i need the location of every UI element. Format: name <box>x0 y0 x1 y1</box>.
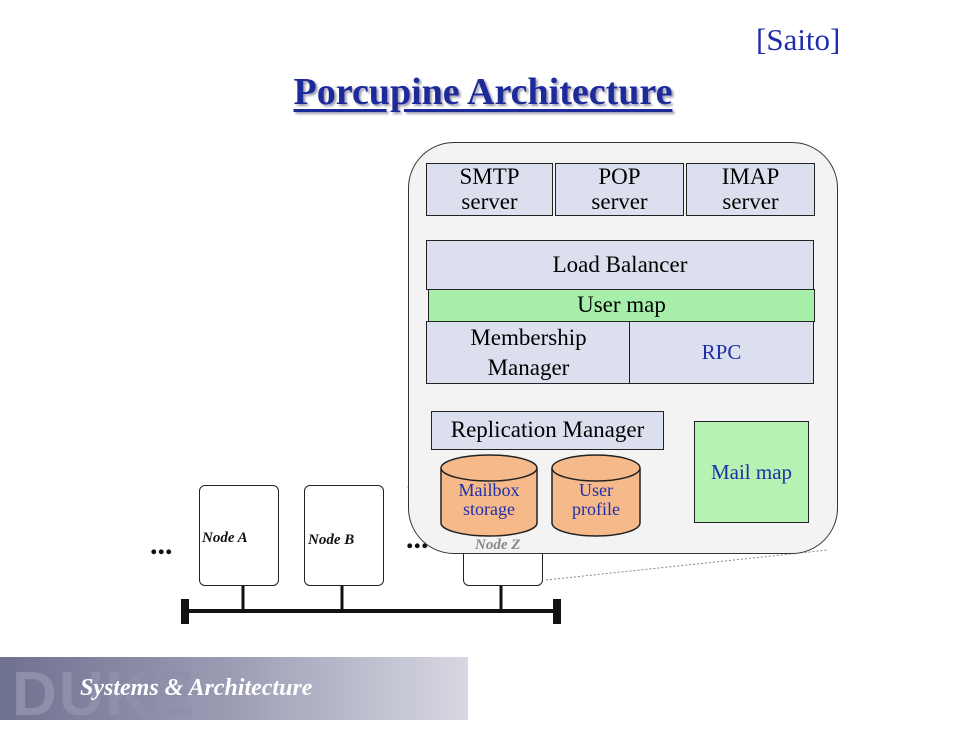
node-b <box>304 485 384 586</box>
zoom-line-bottom <box>545 549 829 581</box>
replication-manager-box: Replication Manager <box>431 411 664 450</box>
mail-map-box: Mail map <box>694 421 809 523</box>
node-z-label: Node Z <box>475 537 521 553</box>
footer-banner: DUKE Systems & Architecture <box>0 657 468 729</box>
slide-title: Porcupine Architecture <box>293 71 673 113</box>
rpc-box: RPC <box>629 321 814 384</box>
node-b-label: Node B <box>308 532 355 548</box>
mailbox-storage-cylinder <box>440 454 538 537</box>
ellipsis-left: ... <box>150 528 173 561</box>
user-profile-cylinder <box>551 454 641 537</box>
load-balancer-box: Load Balancer <box>426 240 814 290</box>
bus-terminator-left <box>181 599 189 624</box>
membership-manager-box: Membership Manager <box>426 321 631 384</box>
user-profile-label: User profile <box>572 480 620 519</box>
node-a-label: Node A <box>202 530 248 546</box>
smtp-server-box: SMTP server <box>426 163 553 216</box>
footer-subtitle: Systems & Architecture <box>80 675 313 701</box>
node-a <box>199 485 279 586</box>
imap-server-box: IMAP server <box>686 163 815 216</box>
citation: [Saito] <box>756 22 841 57</box>
pop-server-box: POP server <box>555 163 684 216</box>
duke-logo: DUKE <box>12 660 196 729</box>
mailbox-storage-label: Mailbox storage <box>458 480 520 519</box>
bus-terminator-right <box>553 599 561 624</box>
